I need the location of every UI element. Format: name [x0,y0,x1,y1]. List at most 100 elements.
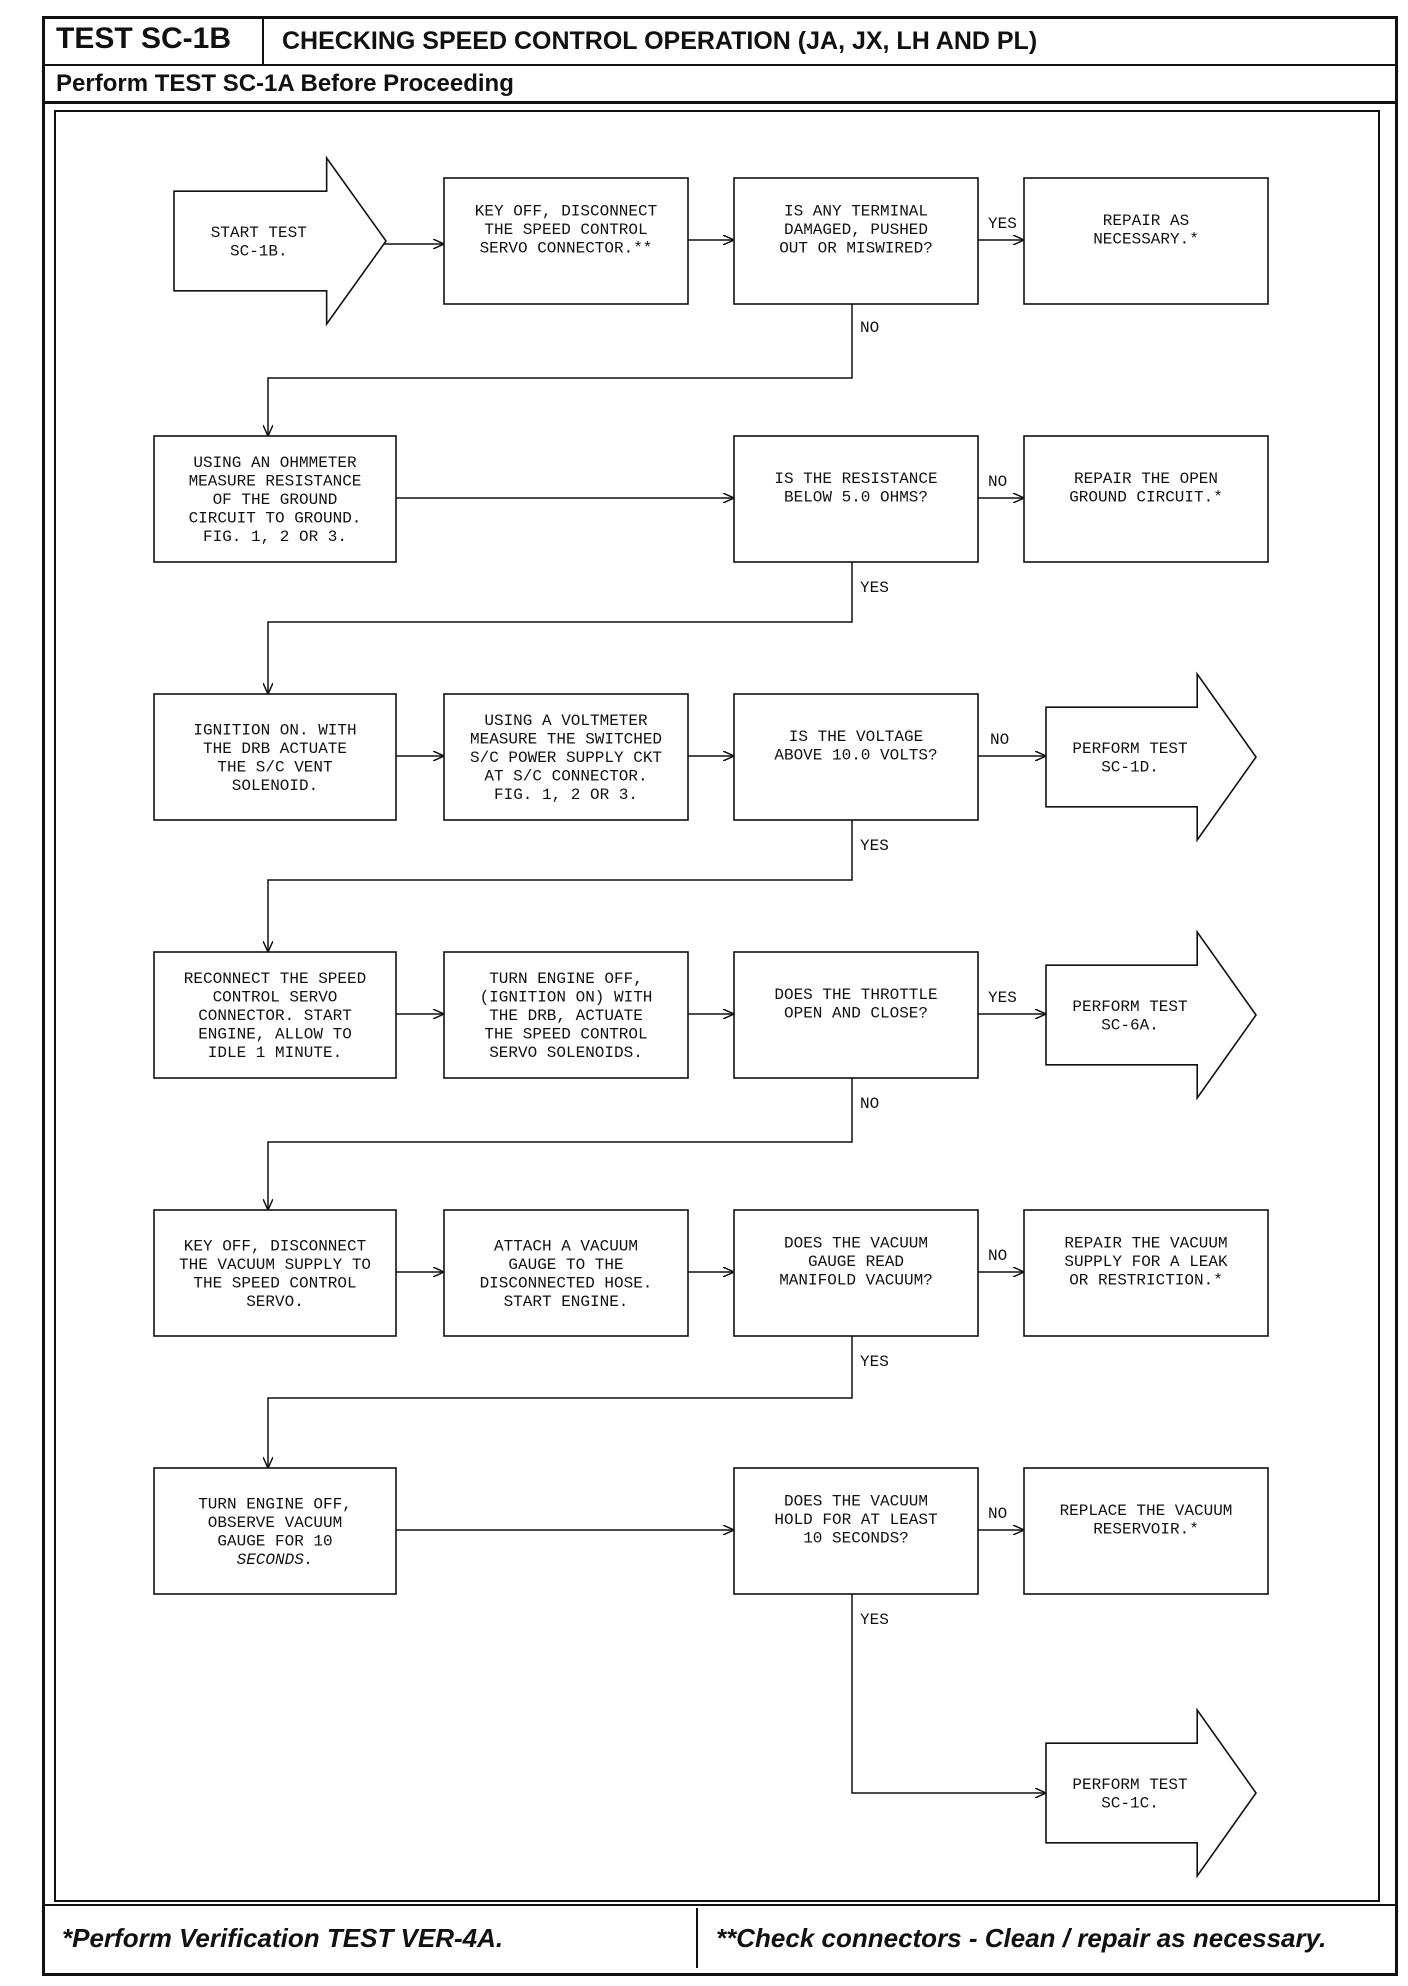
prerequisite-note: Perform TEST SC-1A Before Proceeding [42,66,1398,104]
node-text-line: IS THE VOLTAGE [789,728,923,746]
edge-resistance-yes [268,562,853,694]
node-text-line: KEY OFF, DISCONNECT [475,203,657,221]
node-text-line: PERFORM TEST [1072,740,1187,758]
page-title: CHECKING SPEED CONTROL OPERATION (JA, JX… [282,27,1038,55]
node-text-line: USING AN OHMMETER [193,454,357,472]
node-text-line: GAUGE READ [808,1253,904,1271]
node-text-line: THE SPEED CONTROL [193,1274,356,1292]
node-text-line: DOES THE VACUUM [784,1235,928,1253]
node-text-line: KEY OFF, DISCONNECT [184,1237,366,1255]
node-text-line: IS THE RESISTANCE [774,470,937,488]
node-text-line: OBSERVE VACUUM [208,1514,342,1532]
node-text-line: TURN ENGINE OFF, [198,1495,352,1513]
node-text-line: REPAIR AS [1103,212,1189,230]
node-text-line: START TEST [211,224,307,242]
node-text-line: IGNITION ON. WITH [193,721,356,739]
header-bar: TEST SC-1B CHECKING SPEED CONTROL OPERAT… [42,16,1398,66]
edge-label-no: NO [988,1505,1007,1523]
node-text-line: SERVO. [246,1293,304,1311]
node-text-line: ABOVE 10.0 VOLTS? [774,746,937,764]
node-text-line: FIG. 1, 2 OR 3. [494,786,638,804]
node-text-line: OR RESTRICTION.* [1069,1272,1223,1290]
node-text-line: CONTROL SERVO [213,989,338,1007]
node-text-line: CIRCUIT TO GROUND. [189,510,362,528]
node-text-line: GAUGE TO THE [508,1256,623,1274]
node-text-line: S/C POWER SUPPLY CKT [470,749,662,767]
node-text-line: RECONNECT THE SPEED [184,970,366,988]
page-frame [42,16,1398,1976]
node-text-line: CONNECTOR. START [198,1007,352,1025]
footnote-verification: *Perform Verification TEST VER-4A. [62,1923,504,1953]
node-text-line: OUT OR MISWIRED? [779,240,933,258]
node-text-line: REPLACE THE VACUUM [1060,1502,1233,1520]
node-text-line: IDLE 1 MINUTE. [208,1044,342,1062]
edge-voltage-yes [268,820,853,952]
node-text-line: 10 SECONDS? [803,1530,909,1548]
node-text-line: SC-1B. [230,242,288,260]
edge-label-yes: YES [860,1353,889,1371]
footer-divider [42,1904,1398,1906]
node-text-line: FIG. 1, 2 OR 3. [203,528,347,546]
node-text-line: SECONDS. [237,1551,314,1569]
node-text-line: PERFORM TEST [1072,998,1187,1016]
node-text-line: DOES THE VACUUM [784,1493,928,1511]
node-text-line: MEASURE RESISTANCE [189,473,362,491]
node-text-line: IS ANY TERMINAL [784,203,928,221]
node-text-line: THE SPEED CONTROL [484,1026,647,1044]
node-text-line: ENGINE, ALLOW TO [198,1026,352,1044]
node-text-line: THE DRB ACTUATE [203,740,347,758]
node-text-line: GROUND CIRCUIT.* [1069,488,1223,506]
node-text-line: USING A VOLTMETER [484,712,648,730]
node-text-line: MANIFOLD VACUUM? [779,1272,933,1290]
edge-label-no: NO [988,473,1007,491]
node-text-line: BELOW 5.0 OHMS? [784,488,928,506]
edge-throttle-no [268,1078,853,1210]
node-text-line: THE DRB, ACTUATE [489,1007,643,1025]
node-text-line: TURN ENGINE OFF, [489,970,643,988]
node-text-line: THE VACUUM SUPPLY TO [179,1256,371,1274]
edge-hold-yes [851,1594,1046,1793]
edge-label-no: NO [860,1095,879,1113]
node-text-line: DOES THE THROTTLE [774,986,937,1004]
node-text-line: OPEN AND CLOSE? [784,1004,928,1022]
edge-terminal-no [268,304,853,436]
node-text-line: NECESSARY.* [1093,230,1199,248]
node-text-line: SC-1D. [1101,758,1159,776]
node-text-line: DISCONNECTED HOSE. [480,1274,653,1292]
edge-label-no: NO [990,731,1009,749]
